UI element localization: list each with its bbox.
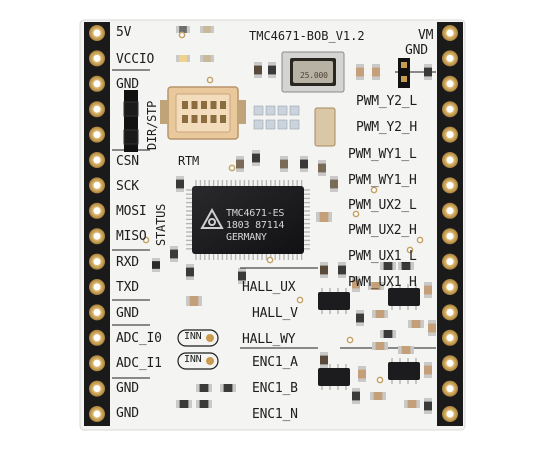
via <box>352 210 360 218</box>
inn-jumpers <box>177 329 219 370</box>
via <box>142 236 150 244</box>
vias <box>142 31 424 384</box>
tantalum-capacitor <box>314 107 336 147</box>
connector-label: RTM <box>178 154 200 168</box>
right-pin-label: PWM_UX1_H <box>348 275 417 290</box>
right-pin-label: PWM_Y2_L <box>356 94 418 109</box>
via <box>346 336 354 344</box>
left-pin-label: ADC_I1 <box>116 356 162 371</box>
via <box>370 186 378 194</box>
right-pin-label: PWM_WY1_H <box>348 173 417 188</box>
center-pin-label: ENC1_N <box>252 407 298 422</box>
left-pin-label: GND <box>116 406 139 421</box>
via <box>206 76 214 84</box>
right-pin-label: PWM_UX2_H <box>348 223 417 238</box>
left-pin-label: TXD <box>116 280 139 295</box>
left-pin-label: ADC_I0 <box>116 331 162 346</box>
right-top-pin-label: VM <box>418 28 434 43</box>
right-pin-label: PWM_UX1_L <box>348 249 417 264</box>
left-pin-label: SCK <box>116 179 139 194</box>
via <box>376 376 384 384</box>
left-pin-label: MISO <box>116 229 147 244</box>
via <box>416 236 424 244</box>
dir-stp-label: DIR/STP <box>145 100 159 150</box>
mosfet-ics <box>318 288 420 386</box>
left-pin-label: GND <box>116 77 139 92</box>
chip-marking-line2: 1803 87114 <box>226 220 285 231</box>
inn-label: INN <box>184 354 202 365</box>
vm-gnd-jumper <box>398 58 410 88</box>
inn-label: INN <box>184 331 202 342</box>
crystal-oscillator <box>281 51 345 93</box>
status-label: STATUS <box>154 203 168 246</box>
inn-pads <box>206 334 214 365</box>
left-pin-label: VCCIO <box>116 52 155 67</box>
via <box>296 296 304 304</box>
left-pin-label: GND <box>116 306 139 321</box>
right-pin-label: PWM_UX2_L <box>348 198 417 213</box>
left-pin-label: MOSI <box>116 204 147 219</box>
right-pin-label: PWM_Y2_H <box>356 120 418 135</box>
center-pin-label: HALL_UX <box>242 280 296 295</box>
via <box>406 246 414 254</box>
smd-components <box>152 26 436 414</box>
right-pin-label: PWM_WY1_L <box>348 147 417 162</box>
via <box>228 164 236 172</box>
center-pin-label: HALL_WY <box>242 332 296 347</box>
crystal-marking: 25.000 <box>300 71 328 80</box>
center-pin-label: ENC1_B <box>252 381 298 396</box>
chip-marking-line3: GERMANY <box>226 232 267 243</box>
center-pin-label: ENC1_A <box>252 355 298 370</box>
right-top-pin-label: GND <box>405 43 428 58</box>
center-lines <box>240 267 318 349</box>
via <box>266 256 274 264</box>
smd-pad-array <box>253 105 300 130</box>
rtm-connector <box>160 86 246 140</box>
left-pin-pads <box>89 25 105 422</box>
chip-marking-line1: TMC4671-ES <box>226 208 285 219</box>
via <box>178 31 186 39</box>
left-pin-label: 5V <box>116 25 132 40</box>
tmc4671-chip <box>186 180 310 260</box>
dir-stp-jumper <box>123 90 139 152</box>
left-pin-label: GND <box>116 381 139 396</box>
right-pin-pads <box>442 25 458 422</box>
left-pin-label: RXD <box>116 255 139 270</box>
left-pin-label: CSN <box>116 154 139 169</box>
board-title: TMC4671-BOB_V1.2 <box>249 29 365 43</box>
center-pin-label: HALL_V <box>252 306 298 321</box>
